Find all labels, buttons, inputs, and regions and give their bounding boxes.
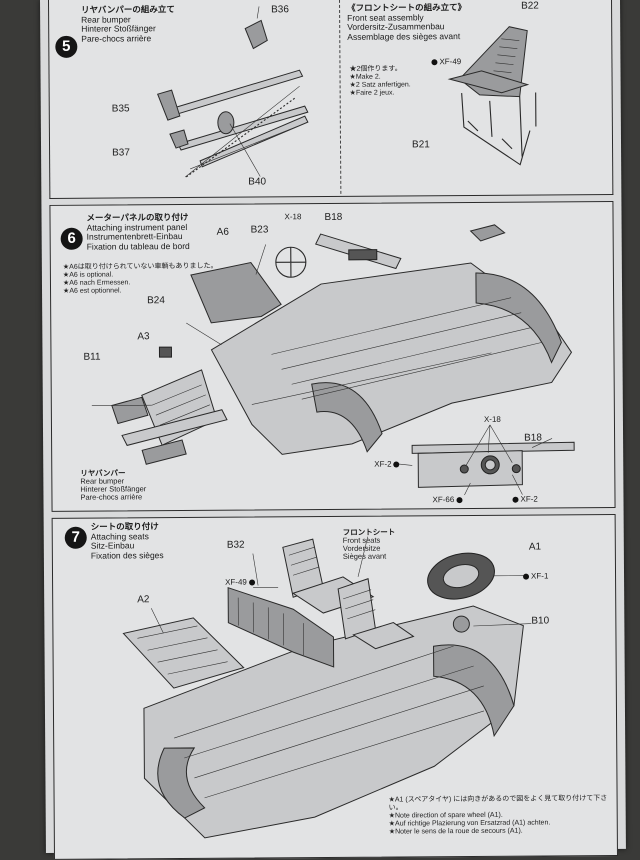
step-5-panel: 5 リヤバンパーの組み立て Rear bumper Hinterer Stoßf… (47, 0, 614, 199)
seat-installation-drawing (122, 536, 532, 839)
vehicle-body-drawing (91, 224, 573, 465)
front-seat-drawing (447, 26, 537, 166)
part-label-b22: B22 (521, 0, 539, 12)
paint-dot-icon (393, 461, 400, 468)
paint-xf49: XF-49 (225, 578, 257, 587)
detail-label-x18: X-18 (483, 414, 501, 424)
part-label-b10: B10 (531, 615, 550, 627)
part-label-a1: A1 (528, 541, 542, 553)
detail-label-xf2-right: XF-2 (512, 495, 538, 504)
part-label-a2: A2 (137, 594, 150, 606)
step-7-panel: 7 シートの取り付け Attaching seats Sitz-Einbau F… (51, 513, 618, 860)
paint-dot-icon (456, 496, 463, 503)
step-6-panel: 6 メーターパネルの取り付け Attaching instrument pane… (49, 201, 616, 512)
paint-dot-icon (248, 579, 255, 586)
paint-xf1: XF-1 (523, 571, 548, 581)
detail-label-xf2-left: XF-2 (374, 459, 401, 469)
spare-wheel-note: ★A1 (スペアタイヤ) には向きがあるので図をよく見て取り付けて下さい。 ★N… (388, 795, 608, 836)
part-label-b21: B21 (411, 139, 430, 151)
rear-bumper-drawing (156, 6, 309, 178)
paint-dot-icon (512, 496, 519, 503)
part-label-b32: B32 (226, 539, 245, 551)
detail-label-b18: B18 (524, 432, 542, 444)
paint-dot-icon (523, 573, 530, 580)
detail-label-xf66: XF-66 (432, 495, 464, 504)
instruction-sheet: 5 リヤバンパーの組み立て Rear bumper Hinterer Stoßf… (40, 0, 626, 860)
instrument-detail-drawing (394, 424, 575, 496)
